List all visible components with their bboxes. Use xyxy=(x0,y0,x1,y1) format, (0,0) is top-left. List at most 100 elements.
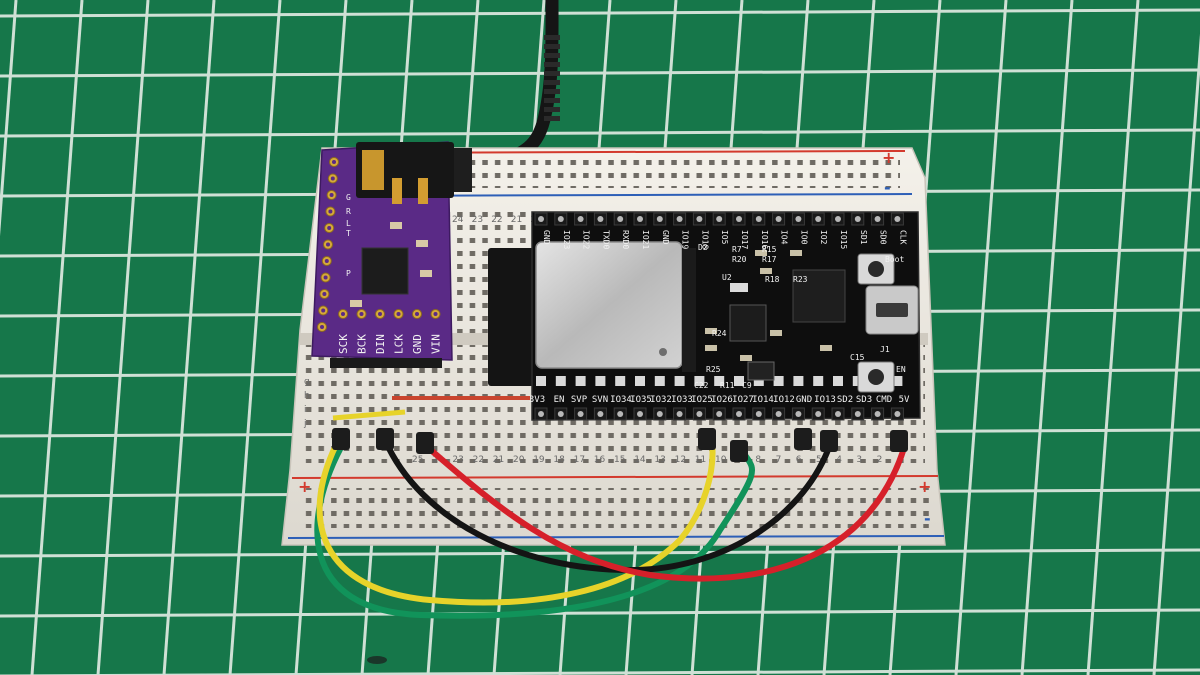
pin-label-top: SD0 xyxy=(879,230,888,245)
dac-pin-label: SCK xyxy=(337,334,350,354)
component-label: R24 xyxy=(712,329,727,338)
pin-label-bottom: IO34 xyxy=(610,395,632,405)
dac-pin-labels: SCK BCK DIN LCK GND VIN xyxy=(337,334,443,354)
pin-label-top: IO19 xyxy=(681,230,690,249)
pin-label-top: IO23 xyxy=(562,230,571,249)
pin-label-bottom: IO33 xyxy=(671,395,693,405)
component-label: R7 xyxy=(732,245,742,254)
pin-label-bottom: CMD xyxy=(876,395,892,405)
column-numbers-bottom: 2524232221201918171615141312111098765432 xyxy=(412,455,882,465)
pin-label-bottom: IO26 xyxy=(711,395,733,405)
pin-label-top: IO0 xyxy=(799,230,808,245)
column-number: 15 xyxy=(614,455,625,465)
dac-pin-label: LCK xyxy=(393,334,406,354)
pin-label-bottom: SD2 xyxy=(837,395,853,405)
pin-label-top: CLK xyxy=(898,230,907,245)
dac-pin-label: GND xyxy=(411,334,424,354)
wire-green xyxy=(314,437,756,619)
column-number: 7 xyxy=(776,455,782,465)
pin-label-bottom: IO13 xyxy=(814,395,836,405)
dac-pin-label: DIN xyxy=(374,334,387,354)
pin-label-top: TXD0 xyxy=(601,230,610,249)
pin-label-bottom: SVP xyxy=(571,395,588,405)
column-number: 8 xyxy=(755,455,761,465)
wroom-module xyxy=(535,241,683,369)
column-number: 19 xyxy=(533,455,545,465)
column-number: 12 xyxy=(675,455,686,465)
wire-red xyxy=(422,442,908,582)
pin-label-top: IO15 xyxy=(839,230,848,249)
pin-label-bottom: SD3 xyxy=(856,395,872,405)
pin-label-bottom: GND xyxy=(796,395,812,405)
column-number: 4 xyxy=(836,455,842,465)
dac-side-label: R xyxy=(346,207,351,216)
dac-pin-label: BCK xyxy=(356,334,369,354)
column-number: 21 xyxy=(493,455,504,465)
rail-plus-top: + xyxy=(882,148,895,167)
pin-label-top: IO2 xyxy=(819,230,828,245)
pin-label-bottom: 3V3 xyxy=(529,395,545,405)
component-label: U2 xyxy=(722,273,732,282)
pin-label-top: RXD0 xyxy=(621,230,630,249)
pin-label-top: IO16 xyxy=(760,230,769,249)
column-number: 23 xyxy=(452,455,463,465)
pin-label-top: IO21 xyxy=(641,230,650,249)
pin-label-bottom: EN xyxy=(554,395,565,405)
column-number: 5 xyxy=(816,455,822,465)
pin-label-bottom: IO25 xyxy=(691,395,713,405)
pin-label-bottom: IO32 xyxy=(650,395,672,405)
column-number: 20 xyxy=(513,455,525,465)
column-number: 3 xyxy=(856,455,862,465)
pin-label-bottom: IO14 xyxy=(752,395,774,405)
dac-chip xyxy=(361,247,409,295)
column-number: 21 xyxy=(511,215,522,225)
row-letter: h xyxy=(304,391,310,401)
audio-jack-icon xyxy=(356,142,472,204)
column-number: 16 xyxy=(594,455,606,465)
usb-uart-chip xyxy=(792,269,846,323)
esp32-header-bottom xyxy=(534,376,904,421)
column-number: 22 xyxy=(491,215,502,225)
column-number: 13 xyxy=(654,455,665,465)
component-label: R25 xyxy=(706,365,721,374)
rail-minus-bottom: - xyxy=(924,509,931,528)
column-number: 14 xyxy=(634,455,646,465)
column-number: 17 xyxy=(574,455,585,465)
column-number: 18 xyxy=(553,455,565,465)
column-number: 6 xyxy=(796,455,802,465)
pin-label-bottom: IO27 xyxy=(732,395,754,405)
pin-label-bottom: IO35 xyxy=(630,395,652,405)
component-label: R20 xyxy=(732,255,747,264)
dac-castellated-pads xyxy=(317,157,441,332)
dac-side-label: L xyxy=(346,219,351,228)
component-label: Boot xyxy=(885,255,904,264)
component-label: R15 xyxy=(762,245,777,254)
wire-yellow xyxy=(316,439,716,606)
component-label: C15 xyxy=(850,353,865,362)
pin-label-bottom: IO12 xyxy=(773,395,795,405)
pin-label-top: IO4 xyxy=(780,230,789,245)
component-label: R11 xyxy=(720,381,735,390)
pin-label-top: GND xyxy=(661,230,670,245)
component-label: J1 xyxy=(880,345,890,354)
rail-plus-bottom: + xyxy=(918,477,931,496)
pin-label-top: SD1 xyxy=(859,230,868,245)
column-number: 25 xyxy=(412,455,423,465)
column-number: 11 xyxy=(695,455,706,465)
pin-label-top: IO17 xyxy=(740,230,749,249)
dac-pin-label: VIN xyxy=(430,334,443,354)
column-number: 2 xyxy=(877,455,883,465)
pin-label-bottom: 5V xyxy=(899,395,910,405)
wire-yellow-short xyxy=(332,409,406,421)
column-number: 10 xyxy=(715,455,727,465)
component-label: C22 xyxy=(694,381,709,390)
dac-side-label: T xyxy=(346,229,351,238)
pin-label-top: IO5 xyxy=(720,230,729,245)
esp32-header-top xyxy=(534,212,904,226)
